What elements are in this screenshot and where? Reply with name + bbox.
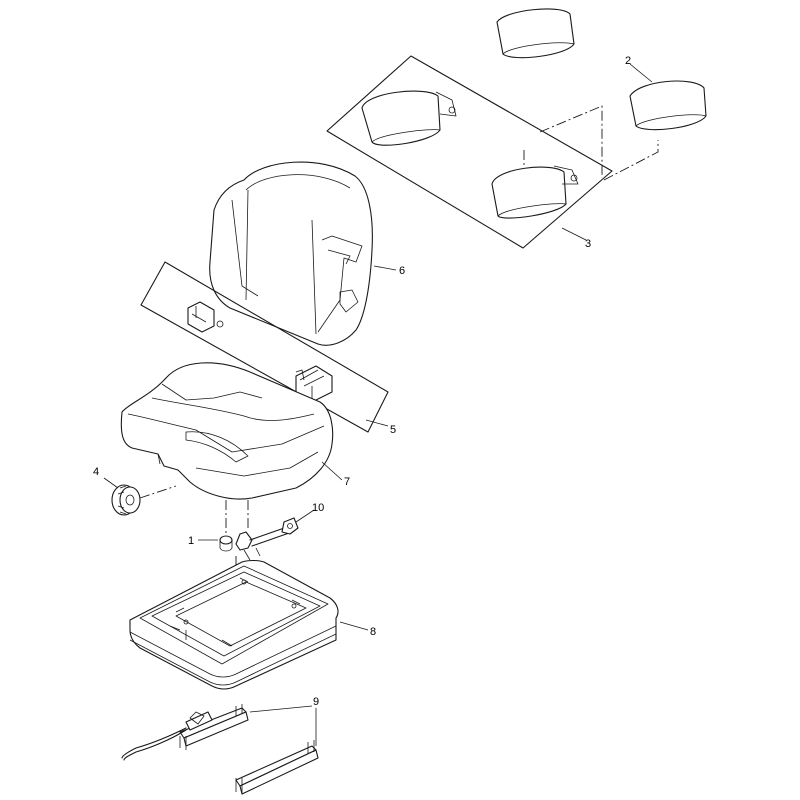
callout-labels: 1 2 3 4 5 6 7 8 9 10 bbox=[93, 55, 631, 708]
pivot-bushing[interactable] bbox=[219, 535, 233, 552]
callout-6: 6 bbox=[399, 265, 405, 277]
callout-4: 4 bbox=[93, 466, 99, 478]
adjustment-lever-rod[interactable] bbox=[235, 517, 299, 561]
armrest-pad-top[interactable] bbox=[496, 8, 575, 59]
armrest-assembly-right[interactable] bbox=[491, 165, 579, 219]
callout-10: 10 bbox=[312, 502, 324, 514]
seat-bottom-cushion[interactable] bbox=[120, 362, 334, 500]
leader-lines bbox=[103, 63, 653, 746]
callout-9: 9 bbox=[313, 696, 319, 708]
seat-slide-rail-right[interactable] bbox=[235, 740, 319, 795]
callout-3: 3 bbox=[585, 238, 591, 250]
armrest-assembly-left[interactable] bbox=[361, 90, 457, 146]
adjustment-knob[interactable] bbox=[111, 484, 141, 516]
armrest-kit-panel bbox=[326, 55, 613, 249]
callout-8: 8 bbox=[370, 626, 376, 638]
seat-belt-buckle-right[interactable] bbox=[295, 365, 333, 403]
armrest-pad[interactable] bbox=[629, 80, 707, 131]
alignment-lines-armrest bbox=[523, 105, 659, 181]
alignment-line-knob bbox=[139, 485, 177, 499]
callout-1: 1 bbox=[188, 535, 194, 547]
seat-belt-buckle-left[interactable] bbox=[187, 301, 224, 333]
seat-slide-rail-left[interactable] bbox=[121, 704, 249, 761]
seat-back-cushion[interactable] bbox=[209, 161, 373, 346]
callout-5: 5 bbox=[390, 424, 396, 436]
callout-7: 7 bbox=[344, 476, 350, 488]
seat-suspension-frame[interactable] bbox=[129, 559, 339, 690]
callout-2: 2 bbox=[625, 55, 631, 67]
